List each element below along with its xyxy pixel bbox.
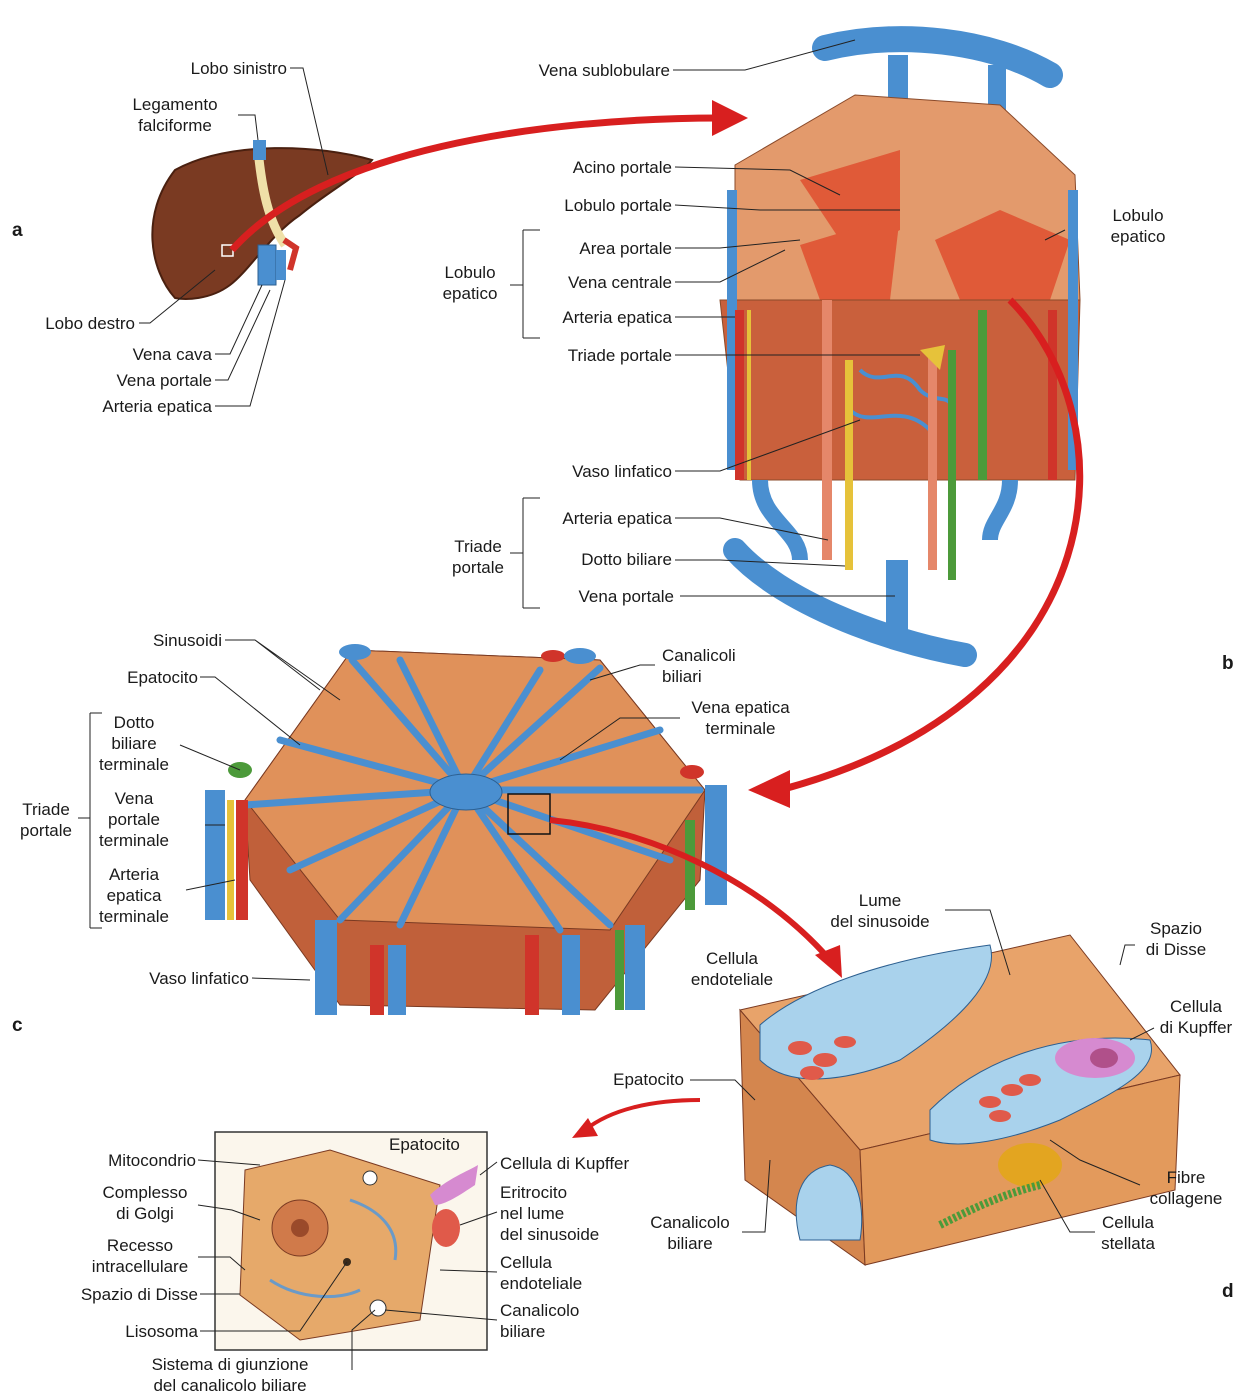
label-complesso-di-golgi: Complesso di Golgi bbox=[90, 1182, 200, 1224]
arrow-b-c-head bbox=[748, 770, 790, 808]
label-acino-portale: Acino portale bbox=[470, 157, 672, 178]
label-lobo-sinistro: Lobo sinistro bbox=[130, 58, 287, 79]
panel-label-d: d bbox=[1222, 1281, 1234, 1303]
label-vena-sublobulare: Vena sublobulare bbox=[470, 60, 670, 81]
label-epatocito-c: Epatocito bbox=[80, 667, 198, 688]
label-lobo-destro: Lobo destro bbox=[10, 313, 135, 334]
label-arteria-epatica-b: Arteria epatica bbox=[470, 307, 672, 328]
label-vaso-linfatico-c: Vaso linfatico bbox=[110, 968, 249, 989]
label-cellula-di-kupffer-e: Cellula di Kupffer bbox=[500, 1153, 629, 1174]
panel-label-a: a bbox=[12, 220, 23, 242]
label-canalicolo-biliare-e: Canalicolo biliare bbox=[500, 1300, 579, 1342]
label-cellula-endoteliale-e: Cellula endoteliale bbox=[500, 1252, 582, 1294]
label-lobulo-epatico-right: Lobulo epatico bbox=[1098, 205, 1178, 247]
label-recesso-intracellulare: Recesso intracellulare bbox=[80, 1235, 200, 1277]
arrow-a-b-head bbox=[712, 100, 748, 136]
hexagonal-lobule-illustration bbox=[205, 644, 727, 1015]
arrow-d-e-head bbox=[572, 1118, 598, 1138]
label-sistema-di-giunzione: Sistema di giunzione del canalicolo bili… bbox=[130, 1354, 330, 1396]
label-triade-arteria-epatica: Arteria epatica bbox=[470, 508, 672, 529]
label-arteria-epatica-terminale: Arteria epatica terminale bbox=[90, 864, 178, 927]
arrow-d-e bbox=[585, 1100, 700, 1130]
label-vena-portale-b: Vena portale bbox=[470, 586, 674, 607]
label-triade-portale-b: Triade portale bbox=[470, 345, 672, 366]
label-lume-del-sinusoide: Lume del sinusoide bbox=[818, 890, 942, 932]
label-vena-epatica-terminale: Vena epatica terminale bbox=[678, 697, 803, 739]
label-triade-portale-bracket-b: Triade portale bbox=[438, 536, 518, 578]
label-dotto-biliare-terminale: Dotto biliare terminale bbox=[90, 712, 178, 775]
label-area-portale: Area portale bbox=[470, 238, 672, 259]
label-vena-portale-a: Vena portale bbox=[60, 370, 212, 391]
label-canalicoli-biliari: Canalicoli biliari bbox=[662, 645, 736, 687]
label-mitocondrio: Mitocondrio bbox=[40, 1150, 196, 1171]
panel-label-c: c bbox=[12, 1015, 23, 1037]
label-vena-cava: Vena cava bbox=[60, 344, 212, 365]
label-spazio-di-disse-d: Spazio di Disse bbox=[1130, 918, 1222, 960]
label-lisosoma: Lisosoma bbox=[60, 1321, 198, 1342]
label-lobulo-epatico-bracket: Lobulo epatico bbox=[432, 262, 508, 304]
label-vena-portale-terminale: Vena portale terminale bbox=[90, 788, 178, 851]
panel-label-b: b bbox=[1222, 653, 1234, 675]
label-legamento-falciforme: Legamento falciforme bbox=[115, 94, 235, 136]
label-cellula-endoteliale-d: Cellula endoteliale bbox=[682, 948, 782, 990]
label-eritrocito: Eritrocito nel lume del sinusoide bbox=[500, 1182, 599, 1245]
label-fibre-collagene: Fibre collagene bbox=[1136, 1167, 1236, 1209]
label-cellula-stellata: Cellula stellata bbox=[1088, 1212, 1168, 1254]
label-lobulo-portale: Lobulo portale bbox=[470, 195, 672, 216]
label-epatocito-d: Epatocito bbox=[570, 1069, 684, 1090]
label-vaso-linfatico-b: Vaso linfatico bbox=[470, 461, 672, 482]
label-sinusoidi: Sinusoidi bbox=[100, 630, 222, 651]
label-epatocito-e: Epatocito bbox=[389, 1134, 460, 1155]
label-canalicolo-biliare-d: Canalicolo biliare bbox=[640, 1212, 740, 1254]
label-spazio-di-disse-e: Spazio di Disse bbox=[40, 1284, 198, 1305]
label-arteria-epatica-a: Arteria epatica bbox=[60, 396, 212, 417]
label-triade-portale-bracket-c: Triade portale bbox=[8, 799, 84, 841]
label-cellula-di-kupffer-d: Cellula di Kupffer bbox=[1152, 996, 1240, 1038]
